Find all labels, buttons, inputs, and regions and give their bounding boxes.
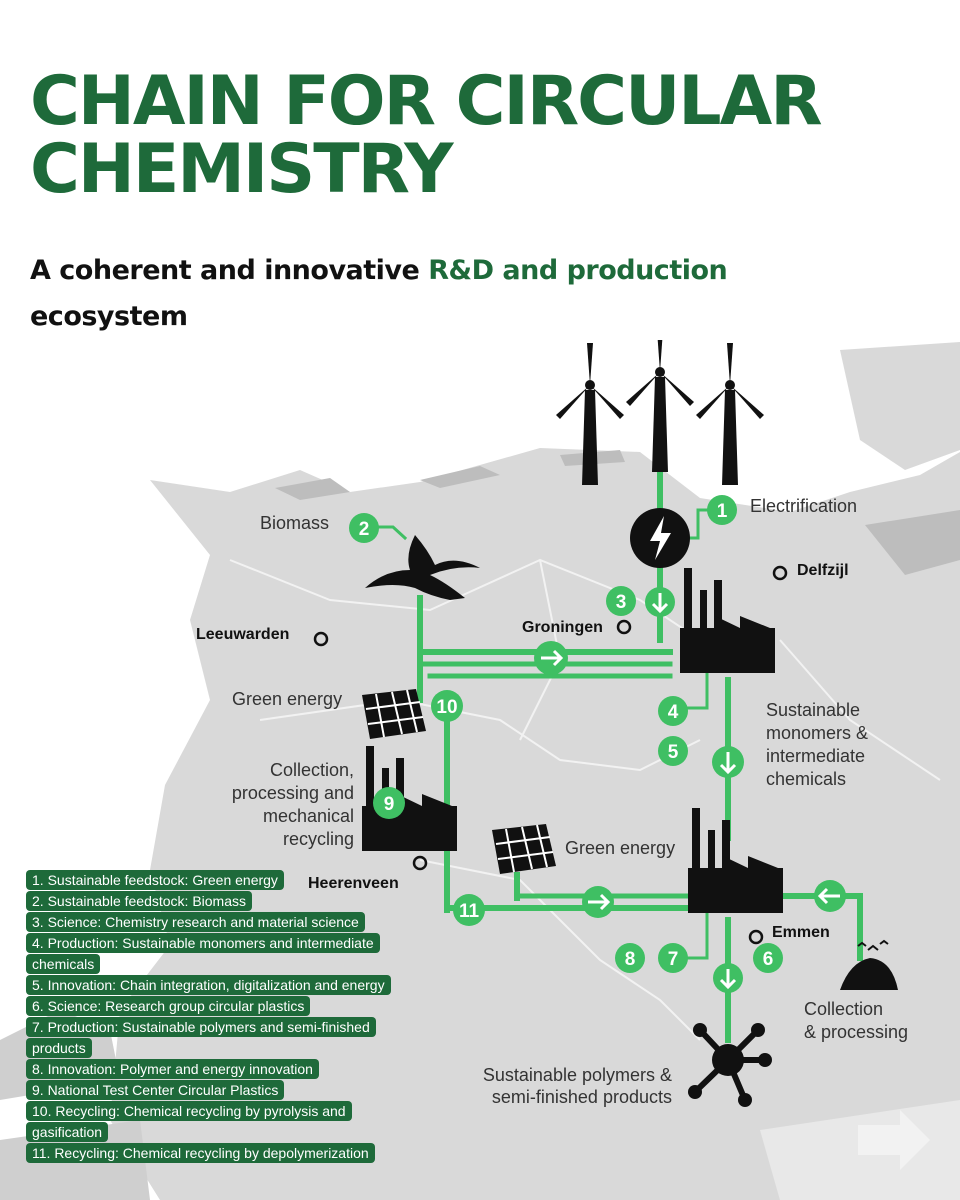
city-emmen: Emmen xyxy=(772,924,830,941)
arrow-icon xyxy=(582,886,614,918)
label-green-energy-mid: Green energy xyxy=(565,838,675,858)
label-collection-line-3: mechanical xyxy=(263,806,354,826)
label-collection-line-2: processing and xyxy=(232,783,354,803)
label-collection-processing-line-2: & processing xyxy=(804,1022,908,1042)
legend-item: 11. Recycling: Chemical recycling by dep… xyxy=(26,1143,446,1164)
label-monomers-line-2: monomers & xyxy=(766,723,868,743)
title-line-1: CHAIN FOR CIRCULAR xyxy=(30,62,823,141)
city-markers xyxy=(313,565,788,945)
svg-text:2: 2 xyxy=(359,519,370,540)
legend-item: 8. Innovation: Polymer and energy innova… xyxy=(26,1059,446,1080)
label-monomers-line-4: chemicals xyxy=(766,769,846,789)
solar-panel-icon xyxy=(491,823,557,875)
arrow-icon xyxy=(814,880,846,912)
svg-text:9: 9 xyxy=(384,794,395,815)
marker-9: 9 xyxy=(373,787,405,819)
legend-item: 3. Science: Chemistry research and mater… xyxy=(26,912,446,933)
label-collection-line-4: recycling xyxy=(283,829,354,849)
city-leeuwarden: Leeuwarden xyxy=(196,626,289,643)
lightning-bolt-icon xyxy=(630,508,690,568)
title-line-2: CHEMISTRY xyxy=(30,130,453,209)
city-delfzijl: Delfzijl xyxy=(797,562,849,579)
legend-item: 4. Production: Sustainable monomers and … xyxy=(26,933,394,975)
arrow-icon xyxy=(712,746,744,778)
page-title: CHAIN FOR CIRCULAR CHEMISTRY xyxy=(30,68,930,204)
legend-item: 2. Sustainable feedstock: Biomass xyxy=(26,891,446,912)
svg-text:6: 6 xyxy=(763,949,774,970)
marker-8: 8 xyxy=(615,943,645,973)
legend-item: 7. Production: Sustainable polymers and … xyxy=(26,1017,388,1059)
svg-text:1: 1 xyxy=(717,501,728,522)
marker-1: 1 xyxy=(707,495,737,525)
label-green-energy-left: Green energy xyxy=(232,689,342,709)
legend-item: 6. Science: Research group circular plas… xyxy=(26,996,446,1017)
marker-10: 10 xyxy=(431,690,463,722)
marker-3: 3 xyxy=(606,586,636,616)
legend-item: 10. Recycling: Chemical recycling by pyr… xyxy=(26,1101,366,1143)
label-monomers-line-1: Sustainable xyxy=(766,700,860,720)
svg-text:7: 7 xyxy=(668,949,679,970)
solar-panel-icon xyxy=(361,688,427,740)
flow-arrows xyxy=(534,587,846,993)
marker-5: 5 xyxy=(658,736,688,766)
svg-text:11: 11 xyxy=(459,901,480,922)
legend: 1. Sustainable feedstock: Green energy 2… xyxy=(26,870,446,1164)
marker-4: 4 xyxy=(658,696,688,726)
svg-text:3: 3 xyxy=(616,592,627,613)
svg-text:5: 5 xyxy=(668,742,679,763)
svg-text:4: 4 xyxy=(668,702,679,723)
legend-item: 1. Sustainable feedstock: Green energy xyxy=(26,870,446,891)
marker-11: 11 xyxy=(453,894,485,926)
label-electrification: Electrification xyxy=(750,496,857,516)
svg-text:10: 10 xyxy=(436,697,457,718)
arrow-icon xyxy=(713,963,743,993)
marker-2: 2 xyxy=(349,513,379,543)
marker-6: 6 xyxy=(753,943,783,973)
arrow-icon xyxy=(534,641,568,675)
svg-text:8: 8 xyxy=(625,949,636,970)
subtitle-prefix: A coherent and innovative xyxy=(30,255,429,286)
subtitle-suffix: ecosystem xyxy=(30,301,188,332)
label-polymers-line-1: Sustainable polymers & xyxy=(483,1065,672,1085)
legend-item: 9. National Test Center Circular Plastic… xyxy=(26,1080,446,1101)
subtitle: A coherent and innovative R&D and produc… xyxy=(30,248,910,340)
molecule-icon xyxy=(688,1023,772,1107)
subtitle-highlight: R&D and production xyxy=(428,255,728,286)
city-heerenveen: Heerenveen xyxy=(308,875,399,892)
label-biomass: Biomass xyxy=(260,513,329,533)
label-collection-processing-line-1: Collection xyxy=(804,999,883,1019)
banana-peel-icon xyxy=(365,535,480,600)
arrow-icon xyxy=(645,587,675,617)
city-groningen: Groningen xyxy=(522,619,603,636)
label-collection-line-1: Collection, xyxy=(270,760,354,780)
waste-pile-icon xyxy=(840,939,898,990)
label-polymers-line-2: semi-finished products xyxy=(492,1087,672,1107)
legend-item: 5. Innovation: Chain integration, digita… xyxy=(26,975,446,996)
marker-7: 7 xyxy=(658,943,688,973)
label-monomers-line-3: intermediate xyxy=(766,746,865,766)
